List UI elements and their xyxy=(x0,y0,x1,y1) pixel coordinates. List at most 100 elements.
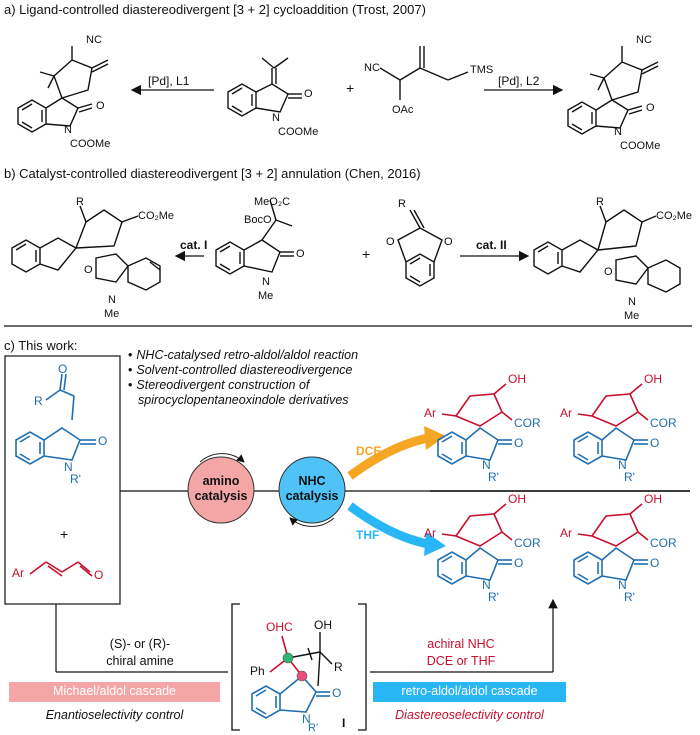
a-right-nc: NC xyxy=(636,34,652,46)
intermediate-molecule xyxy=(251,632,333,719)
a-sub-n: N xyxy=(272,112,280,124)
bullet-4: spirocyclopentaneoxindole derivatives xyxy=(138,393,349,407)
a-left-nc: NC xyxy=(86,34,102,46)
a-right-n: N xyxy=(614,126,622,138)
section-a-left-product xyxy=(17,46,109,133)
b-right-r: R xyxy=(596,196,604,208)
section-b-right-product xyxy=(533,205,681,293)
b-sub-n: N xyxy=(262,276,270,288)
p4-oh: OH xyxy=(644,492,662,506)
p1-o: O xyxy=(514,436,524,450)
a-right-coome: COOMe xyxy=(620,140,661,152)
int-ohc: OHC xyxy=(266,620,293,634)
b-sub-o: O xyxy=(296,248,305,260)
c-sub-o2: O xyxy=(98,434,108,448)
b-left-o1: O xyxy=(84,264,93,276)
int-rprime: R' xyxy=(308,722,319,734)
p1-ar: Ar xyxy=(424,406,436,420)
achiral-nhc-label: achiral NHC DCE or THF xyxy=(426,637,496,668)
bullet-2: Solvent-controlled diastereodivergence xyxy=(136,363,353,377)
section-c-blue-oxindole xyxy=(15,373,96,465)
b-sub-me: Me xyxy=(258,290,274,302)
dce-label: DCE xyxy=(356,444,382,458)
c-enal-o: O xyxy=(94,568,104,582)
p4-o: O xyxy=(650,556,660,570)
b-left-r: R xyxy=(76,196,84,208)
p1-rprime: R' xyxy=(488,470,499,484)
p3-cor: COR xyxy=(514,536,541,550)
a-cond-right: [Pd], L2 xyxy=(498,74,540,88)
a-reagent-nc: NC xyxy=(364,62,380,74)
retro-aldol-label: retro-aldol/aldol cascade xyxy=(401,684,538,698)
a-left-n: N xyxy=(64,124,72,136)
b-sub-boco: BocO xyxy=(244,214,272,226)
int-oh: OH xyxy=(314,618,332,632)
int-n: N xyxy=(302,712,311,726)
b-left-co2me: CO₂Me xyxy=(138,210,175,222)
section-a-title: a) Ligand-controlled diastereodivergent … xyxy=(4,2,426,17)
section-b-indanedione xyxy=(397,209,443,287)
intermediate-bracket-left xyxy=(231,603,240,731)
a-cond-left: [Pd], L1 xyxy=(148,74,190,88)
b-plus: + xyxy=(362,246,371,262)
p3-rprime: R' xyxy=(488,590,499,604)
b-right-co2me: CO₂Me xyxy=(656,210,693,222)
c-sub-rprime: R' xyxy=(70,472,81,486)
p1-n: N xyxy=(482,458,491,472)
section-a-right-product xyxy=(567,46,659,135)
p1-cor: COR xyxy=(514,416,541,430)
a-left-o: O xyxy=(96,100,105,112)
int-r: R xyxy=(334,660,343,674)
c-plus: + xyxy=(60,526,69,542)
amino-catalysis-circle xyxy=(187,456,255,524)
section-b-left-product xyxy=(11,205,161,291)
a-reagent-oac: OAc xyxy=(392,104,414,116)
p3-oh: OH xyxy=(508,492,526,506)
b-sub-meo2c: MeO₂C xyxy=(254,196,291,208)
b-right-o1: O xyxy=(604,266,613,278)
p2-rprime: R' xyxy=(624,470,635,484)
c-sub-r: R xyxy=(34,394,43,408)
enantioselectivity-label: Enantioselectivity control xyxy=(45,708,184,722)
p2-ar: Ar xyxy=(560,406,572,420)
michael-aldol-bar xyxy=(9,682,220,702)
feature-bullets: •NHC-catalysed retro-aldol/aldol reactio… xyxy=(128,348,359,407)
a-sub-coome: COOMe xyxy=(278,126,319,138)
p2-cor: COR xyxy=(650,416,677,430)
dce-arrow xyxy=(347,433,429,480)
c-sub-n: N xyxy=(64,460,73,474)
nhc-catalysis-circle xyxy=(278,456,346,524)
p4-n: N xyxy=(618,578,627,592)
section-c-title: c) This work: xyxy=(4,338,78,353)
amino-catalysis-label: amino catalysis xyxy=(194,474,248,503)
p4-rprime: R' xyxy=(624,590,635,604)
thf-arrow xyxy=(347,502,429,549)
section-a-reagent xyxy=(379,46,469,100)
b-ind-r: R xyxy=(398,198,406,210)
p4-ar: Ar xyxy=(560,526,572,540)
diastereoselectivity-label: Diastereoselectivity control xyxy=(395,708,544,722)
int-ph: Ph xyxy=(250,664,265,678)
product-dce-2 xyxy=(573,383,649,465)
section-b-substrate-oxindole xyxy=(215,199,294,275)
p2-oh: OH xyxy=(644,372,662,386)
bullet-3: Stereodivergent construction of xyxy=(136,378,310,392)
section-b-title: b) Catalyst-controlled diastereodivergen… xyxy=(4,166,421,181)
p3-o: O xyxy=(514,556,524,570)
product-thf-1 xyxy=(437,503,513,585)
product-thf-2 xyxy=(573,503,649,585)
b-cat-right: cat. II xyxy=(476,238,507,252)
b-left-me: Me xyxy=(104,308,120,320)
a-reagent-tms: TMS xyxy=(470,64,494,76)
product-dce-1 xyxy=(437,383,513,465)
b-right-me: Me xyxy=(624,310,640,322)
b-right-n: N xyxy=(628,296,636,308)
p2-n: N xyxy=(618,458,627,472)
retro-aldol-bar xyxy=(373,682,566,702)
section-c-red-enal xyxy=(29,561,93,577)
p1-oh: OH xyxy=(508,372,526,386)
chiral-amine-label: (S)- or (R)- chiral amine xyxy=(106,637,174,668)
p3-ar: Ar xyxy=(424,526,436,540)
c-sub-o1: O xyxy=(58,362,68,376)
